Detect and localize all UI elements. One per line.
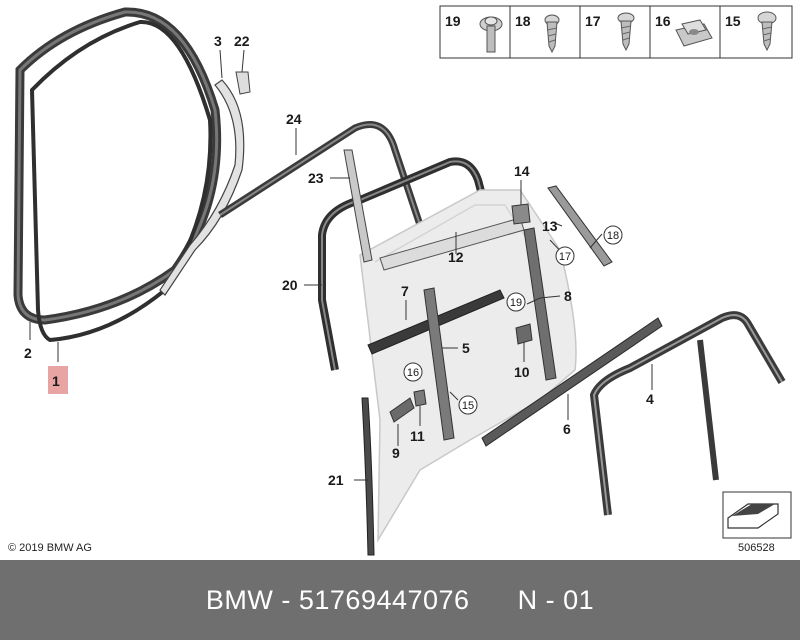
callout-6: 6 bbox=[563, 421, 571, 437]
callout-23: 23 bbox=[308, 170, 324, 186]
callout-17-circled: 17 bbox=[555, 246, 575, 266]
self-tapping-screw-icon bbox=[544, 14, 560, 54]
window-channel-24 bbox=[218, 121, 424, 227]
callout-3: 3 bbox=[214, 33, 222, 49]
window-seal-4 bbox=[589, 311, 786, 516]
callout-18-circled: 18 bbox=[603, 225, 623, 245]
callout-13: 13 bbox=[542, 218, 558, 234]
strip-13 bbox=[547, 185, 613, 267]
callout-5: 5 bbox=[462, 340, 470, 356]
callout-22: 22 bbox=[234, 33, 250, 49]
pillar-trim bbox=[159, 79, 245, 296]
callout-4: 4 bbox=[646, 391, 654, 407]
bracket-11 bbox=[413, 389, 427, 407]
trim-strip-5 bbox=[423, 287, 455, 441]
sill-seal-6 bbox=[481, 317, 663, 447]
callout-16-circled: 16 bbox=[403, 362, 423, 382]
callout-labels: 1 2 3 22 24 23 14 13 12 20 7 8 5 10 9 11… bbox=[24, 33, 654, 488]
clip-22 bbox=[235, 71, 251, 95]
clip-nut-icon bbox=[675, 19, 713, 47]
svg-text:16: 16 bbox=[407, 367, 419, 379]
strip-23 bbox=[343, 149, 373, 263]
footer-text: BMW - 51769447076 N - 01 bbox=[205, 584, 595, 615]
bracket-9 bbox=[389, 397, 415, 423]
fastener-17-label: 17 bbox=[585, 13, 601, 29]
footer-position: N - 01 bbox=[517, 584, 595, 615]
callout-10: 10 bbox=[514, 364, 530, 380]
callout-15-circled: 15 bbox=[458, 395, 478, 415]
torx-screw-with-washer-icon bbox=[479, 16, 503, 53]
parts-diagram: 19 18 17 16 15 bbox=[13, 5, 793, 556]
callout-9: 9 bbox=[392, 445, 400, 461]
footer-brand: BMW bbox=[205, 584, 274, 615]
footer-bar: BMW - 51769447076 N - 01 bbox=[0, 560, 800, 640]
callout-20: 20 bbox=[282, 277, 298, 293]
callout-2: 2 bbox=[24, 345, 32, 361]
door-seal-outer bbox=[13, 7, 222, 325]
svg-text:19: 19 bbox=[510, 297, 522, 309]
svg-text:15: 15 bbox=[462, 400, 474, 412]
diagram-id: 506528 bbox=[738, 542, 775, 554]
callout-11: 11 bbox=[410, 428, 425, 444]
circled-callouts: 18 17 19 16 15 bbox=[403, 225, 623, 415]
fastener-19-label: 19 bbox=[445, 13, 461, 29]
callout-14: 14 bbox=[514, 163, 530, 179]
pillar-cover-8 bbox=[523, 227, 557, 381]
panhead-screw-icon bbox=[757, 11, 777, 52]
callout-8: 8 bbox=[564, 288, 572, 304]
edge-seal-21 bbox=[361, 397, 375, 556]
callout-19-circled: 19 bbox=[506, 292, 526, 312]
fastener-16-label: 16 bbox=[655, 13, 671, 29]
fastener-legend: 19 18 17 16 15 bbox=[439, 5, 793, 59]
copyright: © 2019 BMW AG bbox=[8, 542, 92, 554]
callout-12: 12 bbox=[448, 249, 464, 265]
svg-text:17: 17 bbox=[559, 251, 571, 263]
bracket-10 bbox=[515, 323, 533, 345]
corner-piece-14 bbox=[511, 203, 531, 225]
door-panel bbox=[359, 189, 577, 543]
highlight-box-1 bbox=[48, 366, 68, 394]
orientation-arrow-icon bbox=[722, 491, 792, 539]
callout-7: 7 bbox=[401, 283, 409, 299]
flat-head-screw-icon bbox=[617, 12, 635, 52]
svg-text:18: 18 bbox=[607, 230, 619, 242]
footer-part-number: 51769447076 bbox=[298, 584, 470, 615]
callout-24: 24 bbox=[286, 111, 302, 127]
callout-21: 21 bbox=[328, 472, 344, 488]
fastener-15-label: 15 bbox=[725, 13, 741, 29]
callout-1: 1 bbox=[52, 373, 60, 389]
fastener-18-label: 18 bbox=[515, 13, 531, 29]
door-seal-inner bbox=[29, 19, 213, 343]
